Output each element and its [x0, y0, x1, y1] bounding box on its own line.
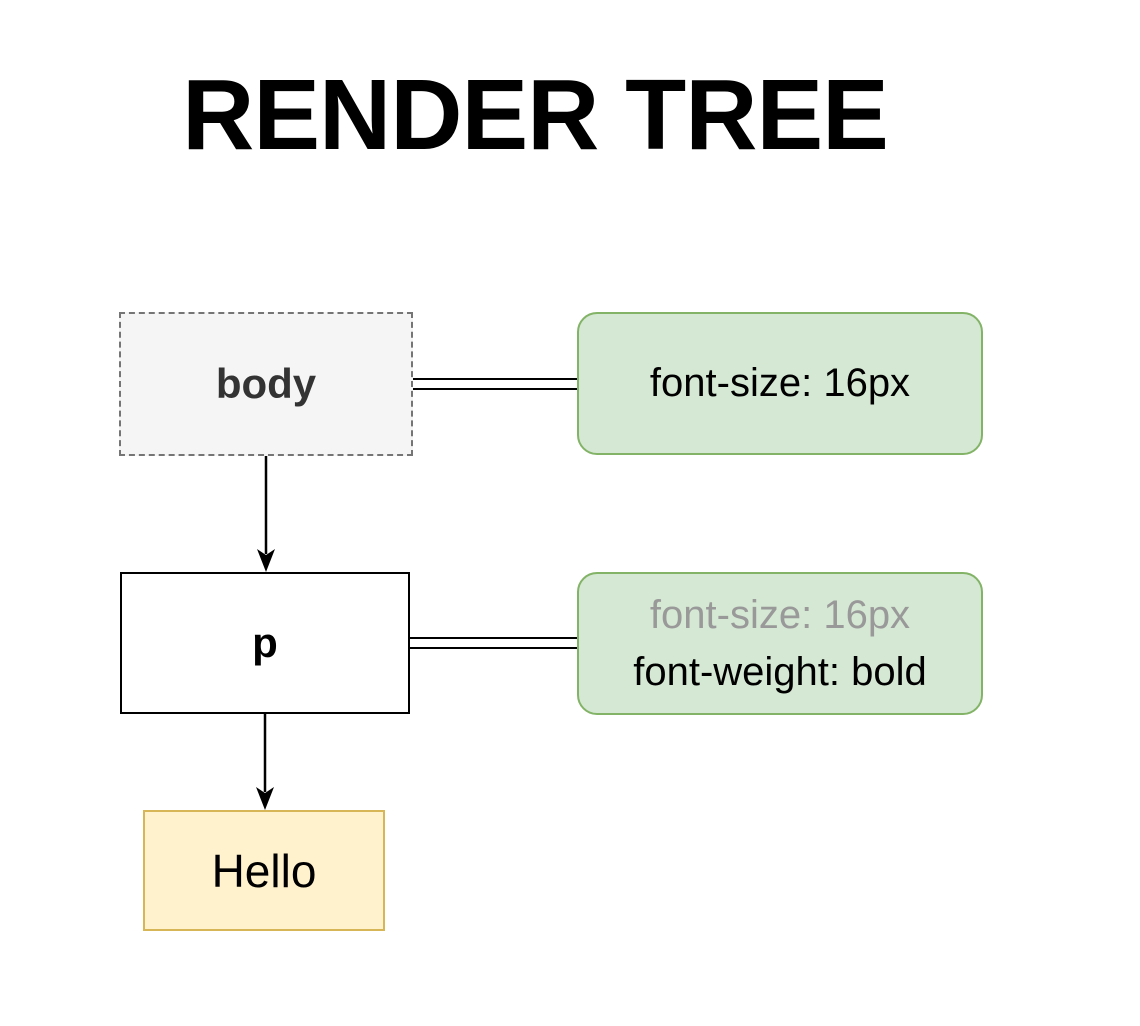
node-body-label: body — [215, 360, 317, 407]
style-note-p-own-line: font-weight: bold — [633, 649, 927, 694]
node-p: p — [120, 572, 410, 714]
style-note-body: font-size: 16px — [577, 312, 983, 455]
node-hello: Hello — [143, 810, 385, 931]
style-note-p: font-size: 16px font-weight: bold — [577, 572, 983, 715]
diagram-title: RENDER TREE — [182, 59, 889, 171]
arrow-body-to-p-icon — [257, 456, 275, 572]
node-hello-label: Hello — [211, 844, 317, 897]
style-link-body — [413, 378, 577, 390]
node-p-label: p — [252, 619, 278, 666]
style-note-body-line: font-size: 16px — [649, 361, 911, 405]
arrow-p-to-hello-icon — [256, 714, 274, 810]
style-note-p-inherited-line: font-size: 16px — [649, 592, 911, 637]
style-link-p — [410, 637, 577, 649]
node-body: body — [119, 312, 413, 456]
